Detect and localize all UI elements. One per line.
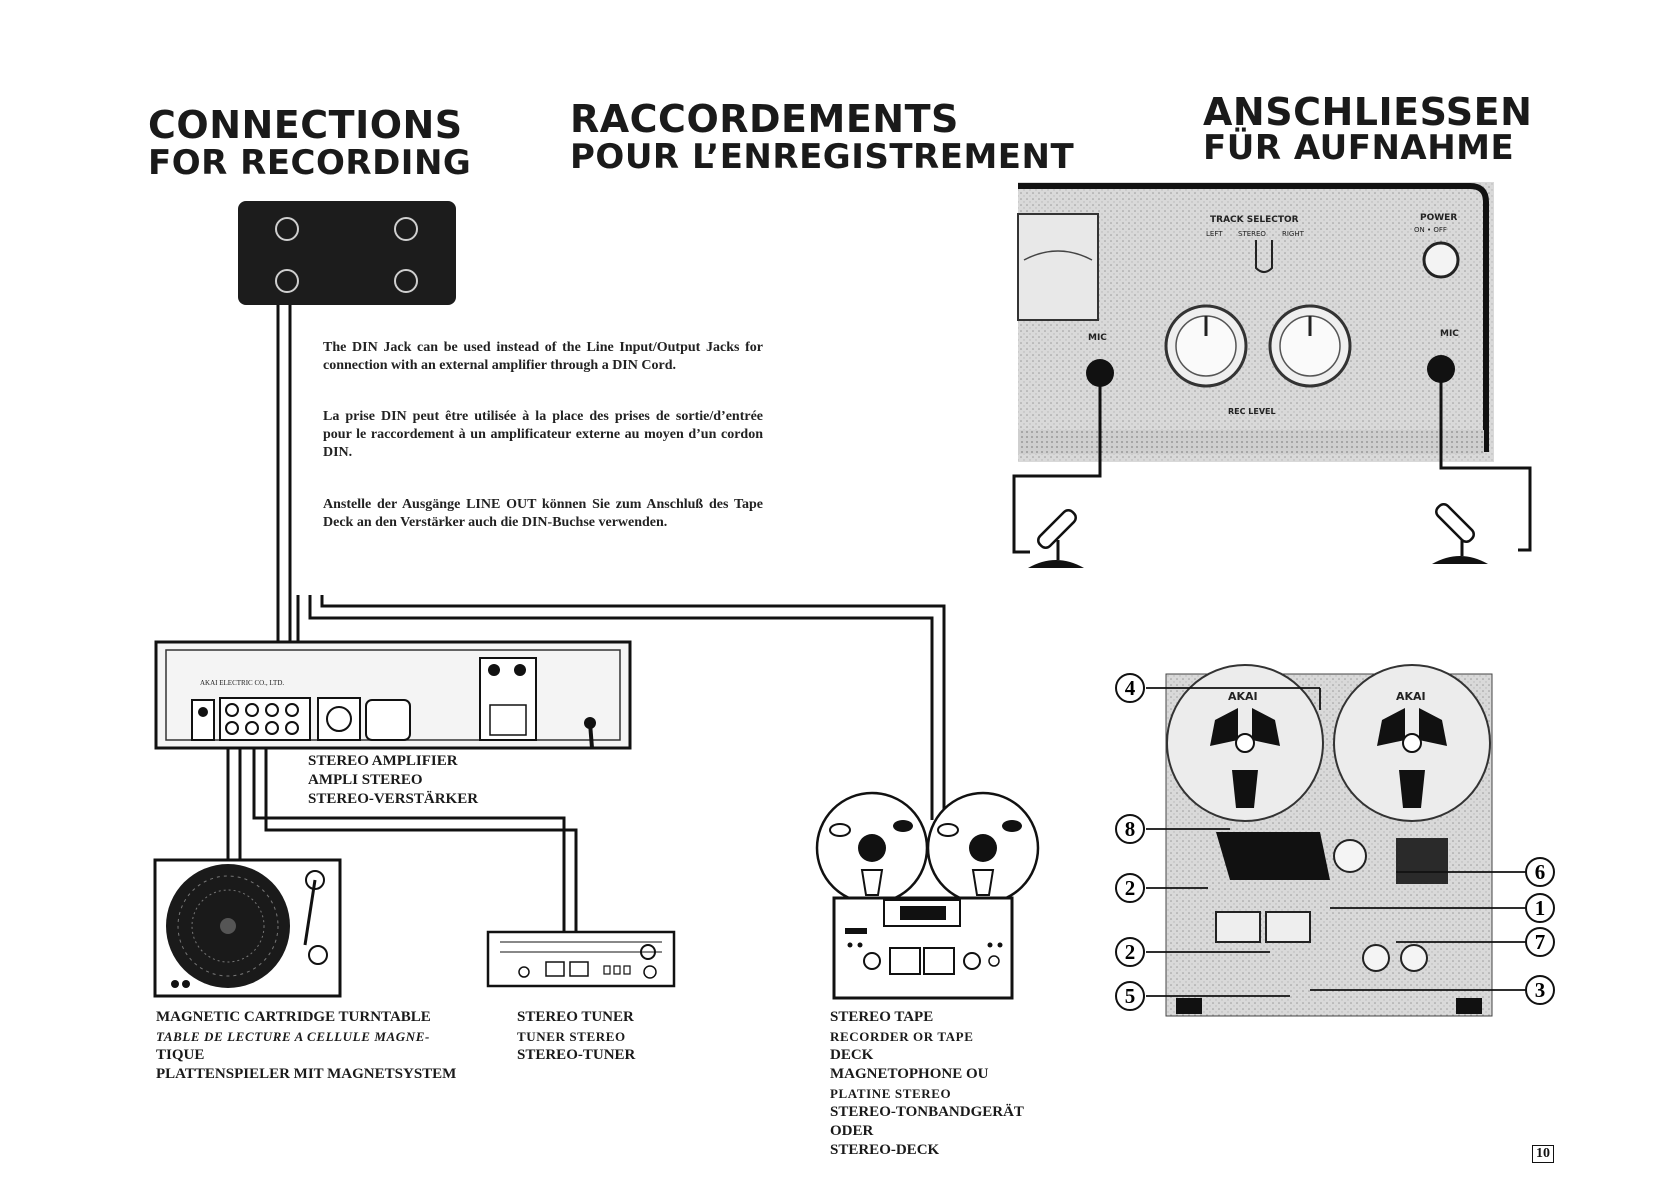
svg-text:6: 6: [1535, 860, 1546, 884]
deck-front-panel-photo: TRACK SELECTOR LEFT STEREO RIGHT POWER O…: [1014, 182, 1530, 568]
track-selector-label: TRACK SELECTOR: [1210, 215, 1299, 225]
svg-text:4: 4: [1125, 676, 1136, 700]
callout-5: 5: [1116, 982, 1144, 1010]
stereo-amplifier-panel: AKAI ELECTRIC CO., LTD.: [156, 642, 630, 748]
callout-1: 1: [1526, 894, 1554, 922]
svg-text:2: 2: [1125, 876, 1136, 900]
reel-brand-left: AKAI: [1228, 690, 1258, 703]
callout-3: 3: [1526, 976, 1554, 1004]
caption-turntable: MAGNETIC CARTRIDGE TURNTABLE TABLE DE LE…: [156, 1008, 456, 1084]
caption-tuner: STEREO TUNER TUNER STEREO STEREO-TUNER: [517, 1008, 635, 1065]
caption-tape-deck: STEREO TAPE RECORDER OR TAPE DECK MAGNET…: [830, 1008, 1024, 1160]
page-number: 10: [1532, 1145, 1554, 1163]
din-jack-panel: [238, 201, 456, 305]
rec-level-label: REC LEVEL: [1228, 407, 1276, 416]
microphone-right: [1432, 502, 1488, 564]
mic-left-label: MIC: [1088, 333, 1107, 343]
callout-8: 8: [1116, 815, 1144, 843]
svg-text:2: 2: [1125, 940, 1136, 964]
svg-text:7: 7: [1535, 930, 1546, 954]
tape-deck-small: [817, 793, 1038, 998]
amp-brand: AKAI ELECTRIC CO., LTD.: [200, 679, 284, 687]
callout-6: 6: [1526, 858, 1554, 886]
callout-2b: 2: [1116, 938, 1144, 966]
track-right-label: RIGHT: [1282, 230, 1305, 238]
callout-7: 7: [1526, 928, 1554, 956]
microphone-left: [1028, 508, 1084, 568]
svg-text:1: 1: [1535, 896, 1546, 920]
turntable: [155, 860, 340, 996]
svg-text:5: 5: [1125, 984, 1136, 1008]
callout-4: 4: [1116, 674, 1144, 702]
caption-amplifier: STEREO AMPLIFIER AMPLI STEREO STEREO-VER…: [308, 752, 478, 809]
track-stereo-label: STEREO: [1238, 230, 1266, 238]
deck-photo-callouts: AKAI AKAI: [1166, 665, 1492, 1016]
on-off-label: ON • OFF: [1414, 226, 1447, 234]
reel-brand-right: AKAI: [1396, 690, 1426, 703]
svg-text:8: 8: [1125, 817, 1136, 841]
stereo-tuner: [488, 932, 674, 986]
track-left-label: LEFT: [1206, 230, 1223, 238]
callout-2a: 2: [1116, 874, 1144, 902]
power-label: POWER: [1420, 213, 1457, 223]
svg-text:3: 3: [1535, 978, 1546, 1002]
mic-right-label: MIC: [1440, 329, 1459, 339]
